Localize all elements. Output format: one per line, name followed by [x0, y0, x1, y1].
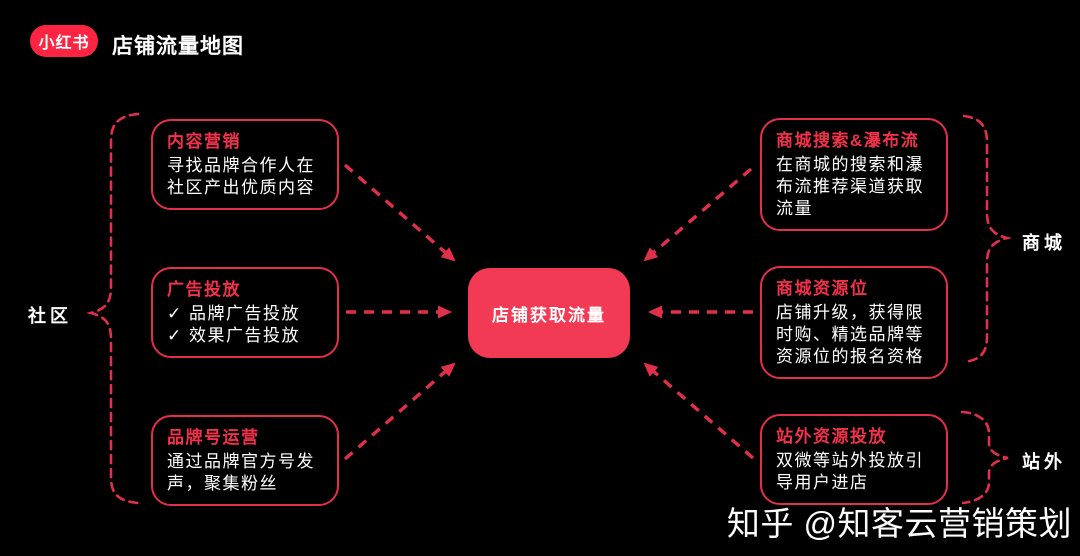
node-mall-search-title: 商城搜索&瀑布流	[776, 131, 920, 150]
arrow-offsite-to-center	[643, 362, 755, 460]
node-offsite-resource-title: 站外资源投放	[776, 427, 887, 446]
center-node-store-traffic: 店铺获取流量	[468, 268, 630, 358]
logo-text: 小红书	[38, 35, 90, 52]
node-brand-account-line-2: 声，聚集粉丝	[167, 474, 278, 493]
node-offsite-resource-line-2: 导用户进店	[776, 473, 869, 492]
node-mall-resource-line-3: 资源位的报名资格	[776, 347, 924, 366]
xiaohongshu-logo: 小红书	[30, 25, 98, 57]
node-brand-account-line-1: 通过品牌官方号发	[167, 452, 315, 471]
node-mall-resource-line-1: 店铺升级，获得限	[776, 303, 924, 322]
node-mall-search-line-1: 在商城的搜索和瀑	[776, 155, 924, 174]
node-ad-placement-line-2: ✓ 效果广告投放	[167, 326, 300, 345]
node-mall-resource: 商城资源位 店铺升级，获得限 时购、精选品牌等 资源位的报名资格	[760, 266, 948, 379]
node-content-marketing-line-1: 寻找品牌合作人在	[167, 156, 315, 175]
arrow-brand-account-to-center	[343, 362, 456, 461]
offsite-brace	[960, 410, 1009, 505]
zhihu-watermark: 知乎 @知客云营销策划	[726, 505, 1072, 542]
node-mall-search-line-2: 布流推荐渠道获取	[776, 177, 924, 196]
arrow-mall-search-to-center	[643, 167, 753, 262]
node-content-marketing-line-2: 社区产出优质内容	[167, 178, 315, 197]
node-content-marketing: 内容营销 寻找品牌合作人在 社区产出优质内容	[151, 119, 339, 210]
node-offsite-resource: 站外资源投放 双微等站外投放引 导用户进店	[760, 414, 948, 505]
group-label-mall: 商城	[1022, 233, 1066, 253]
group-label-offsite: 站外	[1022, 452, 1066, 472]
page-title: 店铺流量地图	[112, 35, 244, 58]
node-mall-resource-line-2: 时购、精选品牌等	[776, 325, 924, 344]
node-offsite-resource-line-1: 双微等站外投放引	[776, 451, 924, 470]
node-mall-resource-title: 商城资源位	[776, 279, 869, 298]
mall-brace	[962, 114, 1013, 364]
node-ad-placement-title: 广告投放	[167, 280, 241, 299]
node-ad-placement-line-1: ✓ 品牌广告投放	[167, 304, 300, 323]
node-brand-account-title: 品牌号运营	[167, 428, 260, 447]
arrow-content-marketing-to-center	[343, 163, 456, 262]
community-brace	[85, 112, 140, 505]
node-content-marketing-title: 内容营销	[167, 132, 241, 151]
node-mall-search: 商城搜索&瀑布流 在商城的搜索和瀑 布流推荐渠道获取 流量	[760, 118, 948, 231]
node-mall-search-line-3: 流量	[776, 199, 813, 218]
center-node-label: 店铺获取流量	[492, 305, 606, 325]
group-label-community: 社区	[28, 306, 72, 326]
node-ad-placement: 广告投放 ✓ 品牌广告投放 ✓ 效果广告投放	[151, 267, 339, 358]
node-brand-account: 品牌号运营 通过品牌官方号发 声，聚集粉丝	[151, 415, 339, 506]
